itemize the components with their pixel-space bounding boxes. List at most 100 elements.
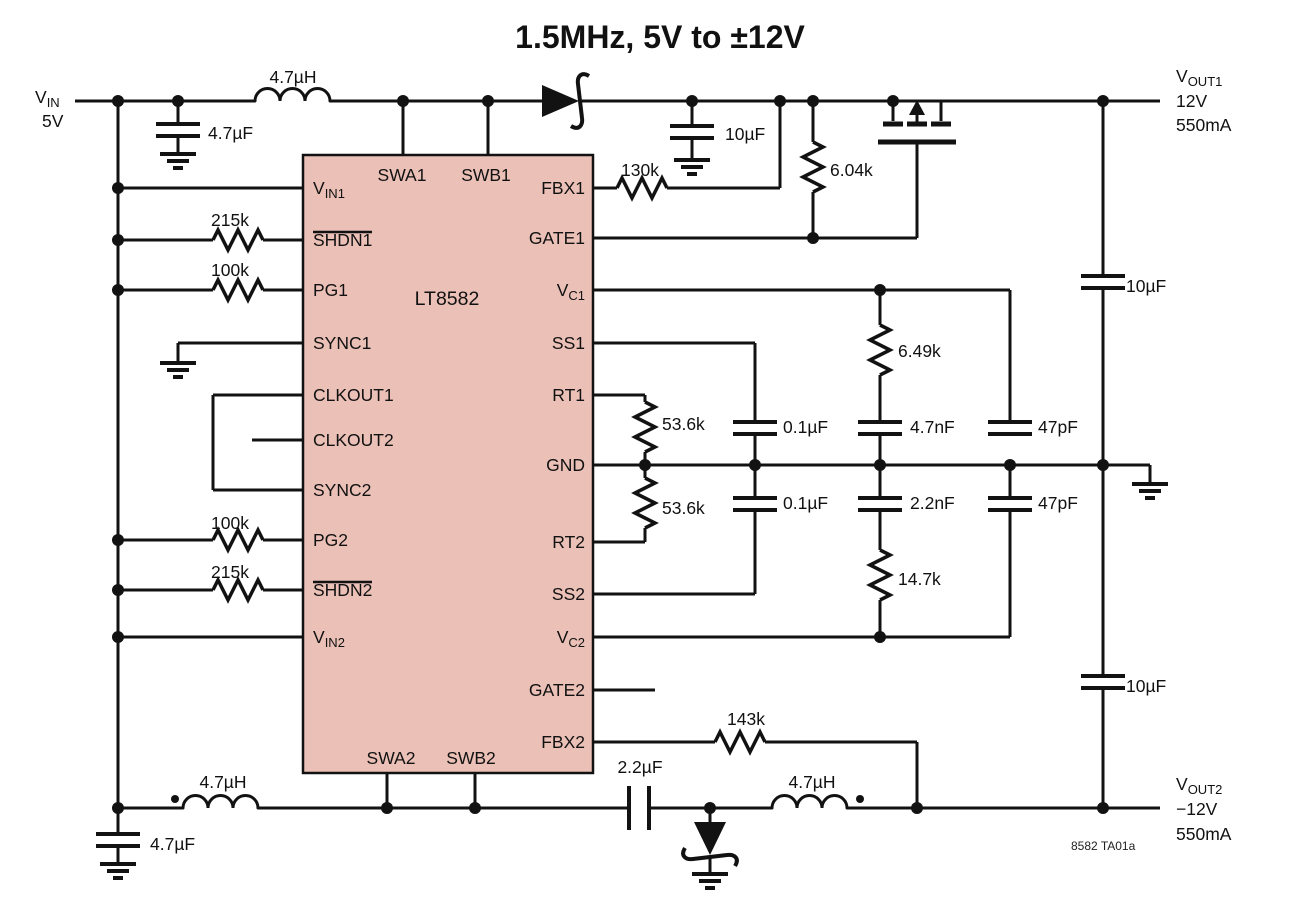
capacitor-cout1 xyxy=(1081,274,1125,290)
label-r-fbx1: 130k xyxy=(621,160,659,180)
pin-vin1: VIN1 xyxy=(313,178,345,201)
capacitor-c-ff1 xyxy=(988,420,1032,436)
phase-dot-l2 xyxy=(171,795,179,803)
label-l3: 4.7µH xyxy=(788,772,835,792)
resistor-r-shdn2 xyxy=(211,578,265,602)
label-l2: 4.7µH xyxy=(199,772,246,792)
resistor-r-pg2 xyxy=(211,528,265,552)
label-cout2: 10µF xyxy=(1126,676,1166,696)
figure-note: 8582 TA01a xyxy=(1071,839,1136,853)
label-c-fly: 2.2µF xyxy=(617,757,662,777)
label-r-shdn1: 215k xyxy=(211,210,249,230)
schematic-title: 1.5MHz, 5V to ±12V xyxy=(515,19,805,55)
pin-gnd: GND xyxy=(546,455,585,475)
component-labels: 4.7µH 4.7µF 215k 100k 10µF 130k 6.04k 10… xyxy=(150,67,1166,854)
ground-cin1 xyxy=(158,152,198,170)
label-r-vc1: 6.49k xyxy=(898,341,941,361)
capacitor-c-ss1 xyxy=(733,420,777,436)
label-c-ff1: 47pF xyxy=(1038,417,1078,437)
label-c-d1: 10µF xyxy=(725,124,765,144)
label-l1: 4.7µH xyxy=(269,67,316,87)
ground-d2 xyxy=(690,872,730,890)
label-c-ff2: 47pF xyxy=(1038,493,1078,513)
pin-swa2: SWA2 xyxy=(367,748,416,768)
schottky-diode-d2 xyxy=(681,822,739,868)
ic-labels: LT8582 VIN1 SHDN1 PG1 SYNC1 CLKOUT1 CLKO… xyxy=(313,165,585,768)
pmos-body-arrow xyxy=(909,100,925,115)
label-r-rt1: 53.6k xyxy=(662,414,705,434)
label-c-ss1: 0.1µF xyxy=(783,417,828,437)
capacitors xyxy=(96,122,1125,848)
label-cin1: 4.7µF xyxy=(208,123,253,143)
pmos-disconnect-switch xyxy=(878,100,956,145)
label-r-rt2: 53.6k xyxy=(662,498,705,518)
ic-body xyxy=(301,153,595,775)
pin-pg2: PG2 xyxy=(313,530,348,550)
pin-vc1: VC1 xyxy=(557,280,585,303)
vin-voltage: 5V xyxy=(42,111,64,131)
ground-symbols xyxy=(98,152,1170,890)
label-c-vc2: 2.2nF xyxy=(910,493,955,513)
pin-gate2: GATE2 xyxy=(529,680,585,700)
inductor-l2 xyxy=(181,794,260,810)
junction-dots xyxy=(112,95,1109,814)
inductors xyxy=(171,87,864,810)
label-c-ss2: 0.1µF xyxy=(783,493,828,513)
pin-fbx1: FBX1 xyxy=(541,178,585,198)
label-c-vc1: 4.7nF xyxy=(910,417,955,437)
resistor-r-rt2 xyxy=(633,476,657,530)
ground-cin2 xyxy=(98,862,138,880)
capacitor-cin2 xyxy=(96,832,140,848)
ground-c-d1 xyxy=(672,158,712,176)
inductor-l1 xyxy=(253,87,332,103)
pin-gate1: GATE1 xyxy=(529,228,585,248)
phase-dot-l3 xyxy=(856,795,864,803)
vout2-label: VOUT2 xyxy=(1176,774,1222,797)
resistor-r-gate1 xyxy=(801,140,825,194)
pin-ss2: SS2 xyxy=(552,584,585,604)
label-r-pg2: 100k xyxy=(211,513,249,533)
resistor-r-vc1 xyxy=(868,323,892,377)
pin-vin2: VIN2 xyxy=(313,627,345,650)
inductor-l3 xyxy=(770,794,849,810)
pin-clkout1: CLKOUT1 xyxy=(313,385,394,405)
port-labels: VIN 5V VOUT1 12V 550mA VOUT2 −12V 550mA xyxy=(35,66,1232,844)
capacitor-c-vc1 xyxy=(858,420,902,436)
resistor-r-vc2 xyxy=(868,548,892,602)
resistor-r-fbx2 xyxy=(713,730,767,754)
ground-gnd-pin xyxy=(1130,482,1170,500)
pin-rt1: RT1 xyxy=(552,385,585,405)
label-cout1: 10µF xyxy=(1126,276,1166,296)
capacitor-c-d1 xyxy=(670,124,714,140)
ground-sync1 xyxy=(158,361,198,379)
label-r-shdn2: 215k xyxy=(211,562,249,582)
pin-shdn1: SHDN1 xyxy=(313,230,372,250)
pin-swb2: SWB2 xyxy=(446,748,496,768)
capacitor-c-vc2 xyxy=(858,496,902,512)
pin-sync1: SYNC1 xyxy=(313,333,371,353)
pin-rt2: RT2 xyxy=(552,532,585,552)
pin-swb1: SWB1 xyxy=(461,165,511,185)
capacitor-cout2 xyxy=(1081,674,1125,690)
resistor-r-shdn1 xyxy=(211,228,265,252)
capacitor-c-fly xyxy=(627,786,651,830)
pin-clkout2: CLKOUT2 xyxy=(313,430,394,450)
resistor-r-fbx1 xyxy=(615,176,669,200)
vin-label: VIN xyxy=(35,87,60,110)
label-r-vc2: 14.7k xyxy=(898,569,941,589)
label-cin2: 4.7µF xyxy=(150,834,195,854)
capacitor-c-ss2 xyxy=(733,496,777,512)
resistor-r-pg1 xyxy=(211,278,265,302)
label-r-gate1: 6.04k xyxy=(830,160,873,180)
resistor-r-rt1 xyxy=(633,400,657,454)
pin-fbx2: FBX2 xyxy=(541,732,585,752)
ic-part-number: LT8582 xyxy=(415,288,480,310)
label-r-pg1: 100k xyxy=(211,260,249,280)
pin-pg1: PG1 xyxy=(313,280,348,300)
pin-vc2: VC2 xyxy=(557,627,585,650)
pin-ss1: SS1 xyxy=(552,333,585,353)
vout2-voltage: −12V xyxy=(1176,799,1218,819)
vout1-label: VOUT1 xyxy=(1176,66,1222,89)
